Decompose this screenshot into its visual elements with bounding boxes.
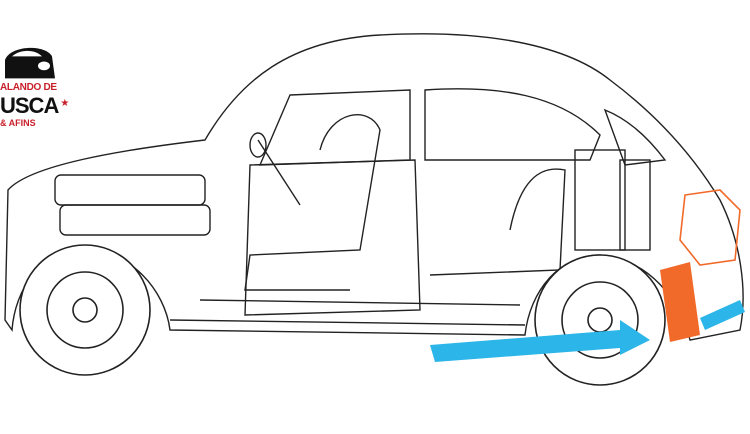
steering-wheel [249,132,267,158]
airflow-arrow-rear [700,300,745,330]
logo-line-3: & AFINS [0,118,36,128]
floor-line [169,319,526,326]
rear-wheel-hub [587,307,613,333]
engine-outline [679,189,741,266]
logo-line-1: ALANDO DE [0,82,57,93]
rear-panel [574,149,626,251]
airflow-arrow-main [430,320,650,362]
rear-seat [429,168,566,276]
floor-line-upper [199,299,521,306]
heater-box [660,262,700,342]
logo-line-2: USCA [0,93,59,118]
logo-star: ★ [60,98,70,109]
door [244,159,421,316]
rear-quarter-window [603,108,667,166]
car-body-outline [4,33,744,341]
front-wheel-hub [72,297,98,323]
steering-column [257,139,301,206]
beetle-logo-icon [5,47,55,79]
falando-de-fusca-logo: ALANDO DE USCA ★ & AFINS [0,38,72,129]
front-seat [244,114,381,291]
front-window [258,89,411,166]
rear-panel-inner [619,159,651,251]
front-luggage [54,174,206,206]
logo-main-row: USCA ★ [0,94,69,118]
front-luggage-lower [59,204,211,236]
rear-window [424,88,601,161]
